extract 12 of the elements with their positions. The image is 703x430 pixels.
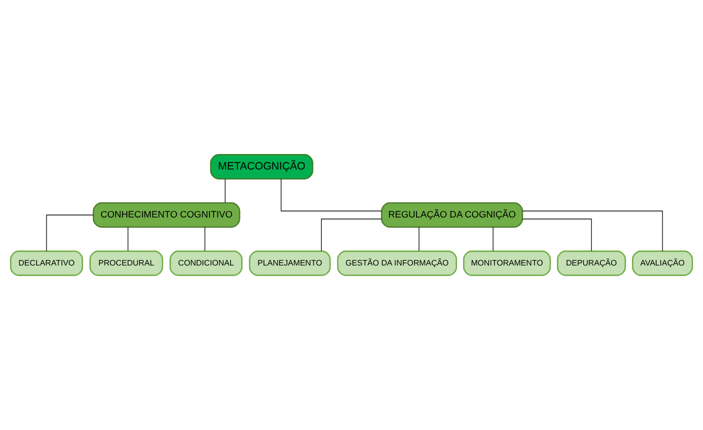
- connector: [492, 226, 494, 252]
- connector: [204, 226, 206, 252]
- node-box: CONHECIMENTO COGNITIVO: [92, 202, 240, 228]
- connector: [418, 226, 420, 252]
- connector: [321, 218, 382, 252]
- connector: [46, 214, 94, 252]
- connector: [522, 210, 663, 252]
- connector: [522, 218, 592, 252]
- node-box: REGULAÇÃO DA COGNIÇÃO: [381, 202, 524, 228]
- connector: [280, 178, 382, 212]
- node-box: METACOGNIÇÃO: [210, 154, 314, 180]
- connector: [224, 178, 226, 203]
